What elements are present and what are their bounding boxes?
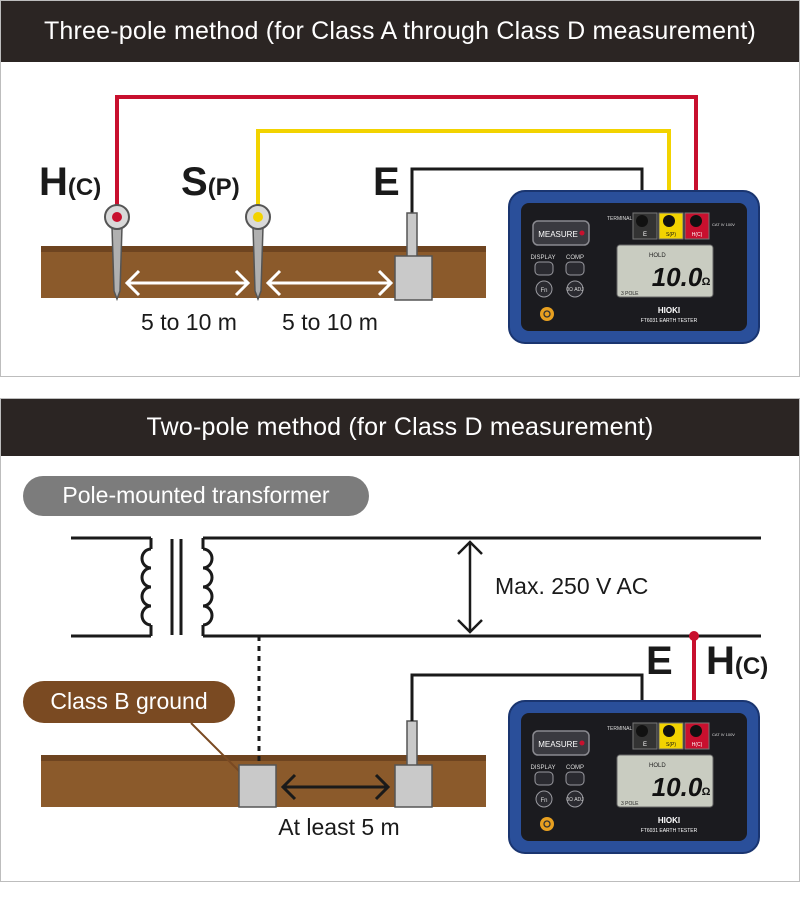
lcd-value: 10.0 xyxy=(652,772,703,802)
h-label: H(C) xyxy=(706,639,768,683)
e-label: E xyxy=(373,160,400,204)
lcd-value: 10.0 xyxy=(652,262,703,292)
three-pole-title: Three-pole method (for Class A through C… xyxy=(1,1,799,62)
h-probe xyxy=(104,204,130,302)
distance-label-2: 5 to 10 m xyxy=(282,309,378,335)
voltage-label: Max. 250 V AC xyxy=(495,573,648,599)
terminal-s-label: S(P) xyxy=(666,742,676,748)
distance-label: At least 5 m xyxy=(278,814,399,840)
power-button[interactable] xyxy=(540,307,554,321)
measure-label: MEASURE xyxy=(538,740,578,749)
earth-tester-device: MEASURE DISPLAY COMP Fn 0Ω ADJ TERMINAL … xyxy=(508,190,760,344)
measure-button[interactable] xyxy=(532,730,590,756)
terminal-h-label: H(C) xyxy=(692,742,703,748)
class-b-label: Class B ground xyxy=(50,688,207,714)
zero-adj-label: 0Ω ADJ xyxy=(566,287,584,293)
distance-arrow xyxy=(280,773,391,801)
e-label: E xyxy=(646,639,673,683)
e-electrode xyxy=(394,720,433,808)
earth-tester-device: MEASURE DISPLAY COMP Fn 0Ω ADJ TERMINAL … xyxy=(508,700,760,854)
transformer-label-pill xyxy=(23,476,369,516)
e-electrode xyxy=(394,212,433,301)
transformer-label: Pole-mounted transformer xyxy=(62,482,330,508)
lcd-screen xyxy=(616,244,714,298)
pole-label: 3 POLE xyxy=(621,291,639,297)
three-pole-panel: Three-pole method (for Class A through C… xyxy=(0,0,800,377)
fn-button[interactable] xyxy=(535,790,553,808)
model-label: FT6031 EARTH TESTER xyxy=(641,318,698,324)
terminal-s-label: S(P) xyxy=(666,232,676,238)
distance-arrow-1 xyxy=(124,269,251,297)
hold-label: HOLD xyxy=(649,763,666,769)
zero-adj-button[interactable] xyxy=(566,280,584,298)
two-pole-diagram: Pole-mounted transformer Max. 250 V AC xyxy=(23,476,768,854)
distance-arrow-2 xyxy=(265,269,394,297)
s-label: S(P) xyxy=(181,160,240,204)
two-pole-title: Two-pole method (for Class D measurement… xyxy=(1,399,799,456)
comp-button[interactable] xyxy=(565,771,585,786)
terminal-label: TERMINAL xyxy=(607,726,633,732)
h-connection-dot xyxy=(689,631,699,641)
transformer-symbol xyxy=(71,536,761,638)
display-button[interactable] xyxy=(534,261,554,276)
s-probe xyxy=(245,204,271,302)
pole-label: 3 POLE xyxy=(621,801,639,807)
fn-label: Fn xyxy=(540,798,547,804)
three-pole-diagram: H(C) S(P) E 5 to 10 m 5 to 10 m MEASURE … xyxy=(39,95,760,344)
s-wire xyxy=(256,129,671,213)
terminal-e-label: E xyxy=(643,232,647,238)
two-pole-panel: Two-pole method (for Class D measurement… xyxy=(0,398,800,882)
class-b-label-pill xyxy=(23,681,235,723)
lcd-screen xyxy=(616,754,714,808)
cat-label: CAT IV 100V xyxy=(712,222,735,227)
class-b-electrode xyxy=(238,764,277,808)
comp-btn-label: COMP xyxy=(566,255,584,261)
measure-label: MEASURE xyxy=(538,230,578,239)
hold-label: HOLD xyxy=(649,253,666,259)
power-button[interactable] xyxy=(540,817,554,831)
model-label: FT6031 EARTH TESTER xyxy=(641,828,698,834)
h-wire xyxy=(115,95,698,213)
lcd-unit: Ω xyxy=(702,786,711,798)
terminal-h-label: H(C) xyxy=(692,232,703,238)
measure-button[interactable] xyxy=(532,220,590,246)
terminal-label: TERMINAL xyxy=(607,216,633,222)
voltage-arrow xyxy=(457,540,483,634)
fn-button[interactable] xyxy=(535,280,553,298)
cat-label: CAT IV 100V xyxy=(712,732,735,737)
comp-button[interactable] xyxy=(565,261,585,276)
distance-label-1: 5 to 10 m xyxy=(141,309,237,335)
terminal-e-label: E xyxy=(643,742,647,748)
display-button[interactable] xyxy=(534,771,554,786)
fn-label: Fn xyxy=(540,288,547,294)
zero-adj-button[interactable] xyxy=(566,790,584,808)
lcd-unit: Ω xyxy=(702,276,711,288)
zero-adj-label: 0Ω ADJ xyxy=(566,797,584,803)
brand-label: HIOKI xyxy=(658,816,680,825)
display-btn-label: DISPLAY xyxy=(531,255,556,261)
h-label: H(C) xyxy=(39,160,101,204)
display-btn-label: DISPLAY xyxy=(531,765,556,771)
comp-btn-label: COMP xyxy=(566,765,584,771)
brand-label: HIOKI xyxy=(658,306,680,315)
